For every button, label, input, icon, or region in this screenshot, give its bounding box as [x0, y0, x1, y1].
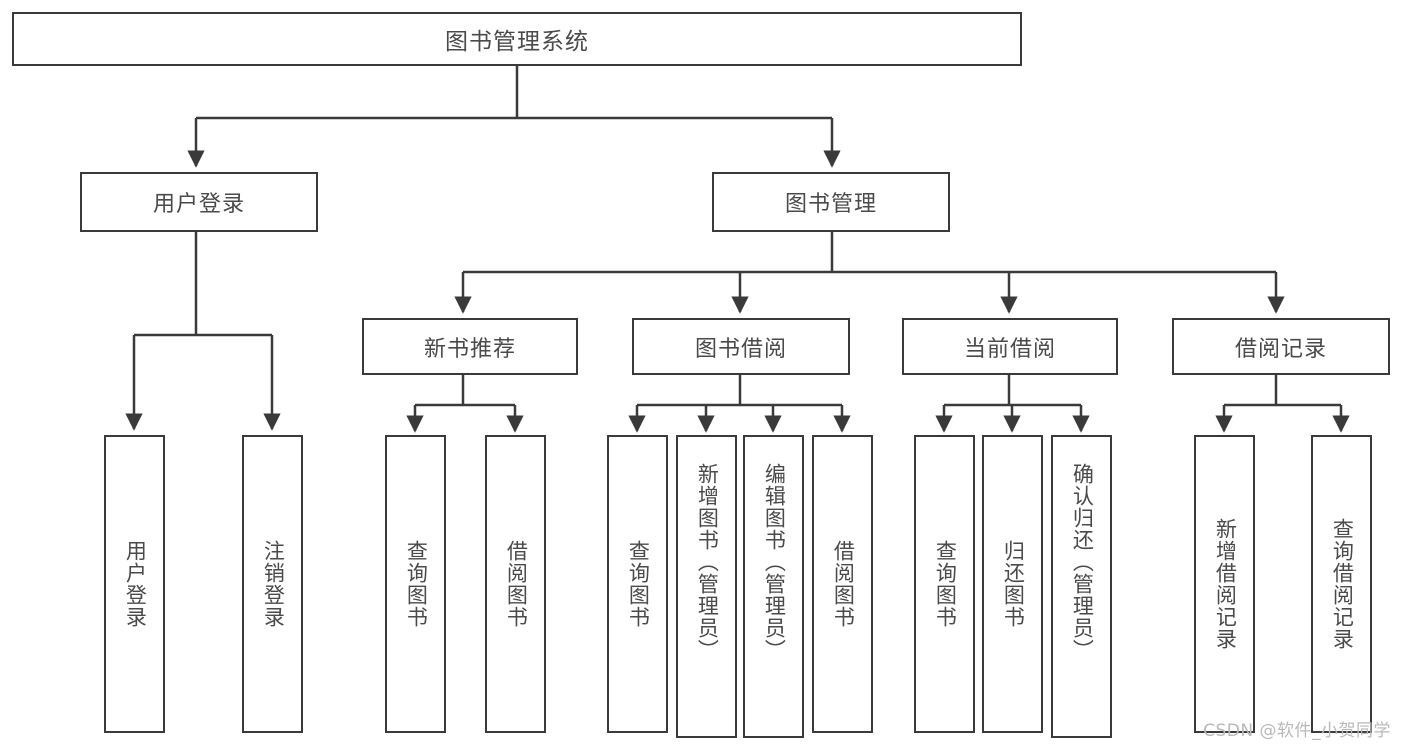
node-borrow-record[interactable]: 借阅记录	[1172, 318, 1390, 375]
watermark-text: CSDN @软件_小贺同学	[1203, 721, 1391, 741]
node-new-book-recommend[interactable]: 新书推荐	[362, 318, 578, 375]
node-leaf-query-book-3[interactable]: 查询图书	[914, 435, 975, 733]
node-leaf-edit-book[interactable]: 编辑图书（管理员）	[743, 435, 804, 738]
node-root[interactable]: 图书管理系统	[12, 12, 1022, 66]
node-leaf-user-logout[interactable]: 注销登录	[242, 435, 303, 733]
node-leaf-confirm-return[interactable]: 确认归还（管理员）	[1051, 435, 1112, 738]
node-user-login[interactable]: 用户登录	[80, 172, 318, 232]
node-leaf-borrow-book-2[interactable]: 借阅图书	[812, 435, 873, 733]
node-leaf-return-book[interactable]: 归还图书	[982, 435, 1043, 733]
node-leaf-add-book[interactable]: 新增图书（管理员）	[676, 435, 737, 738]
node-book-management[interactable]: 图书管理	[712, 172, 950, 232]
node-book-borrow[interactable]: 图书借阅	[632, 318, 850, 375]
node-current-borrow[interactable]: 当前借阅	[902, 318, 1118, 375]
node-leaf-query-record[interactable]: 查询借阅记录	[1311, 435, 1372, 733]
node-leaf-query-book-1[interactable]: 查询图书	[385, 435, 446, 733]
node-leaf-user-login[interactable]: 用户登录	[104, 435, 165, 733]
node-leaf-add-record[interactable]: 新增借阅记录	[1194, 435, 1255, 733]
node-leaf-borrow-book-1[interactable]: 借阅图书	[485, 435, 546, 733]
node-leaf-query-book-2[interactable]: 查询图书	[607, 435, 668, 733]
